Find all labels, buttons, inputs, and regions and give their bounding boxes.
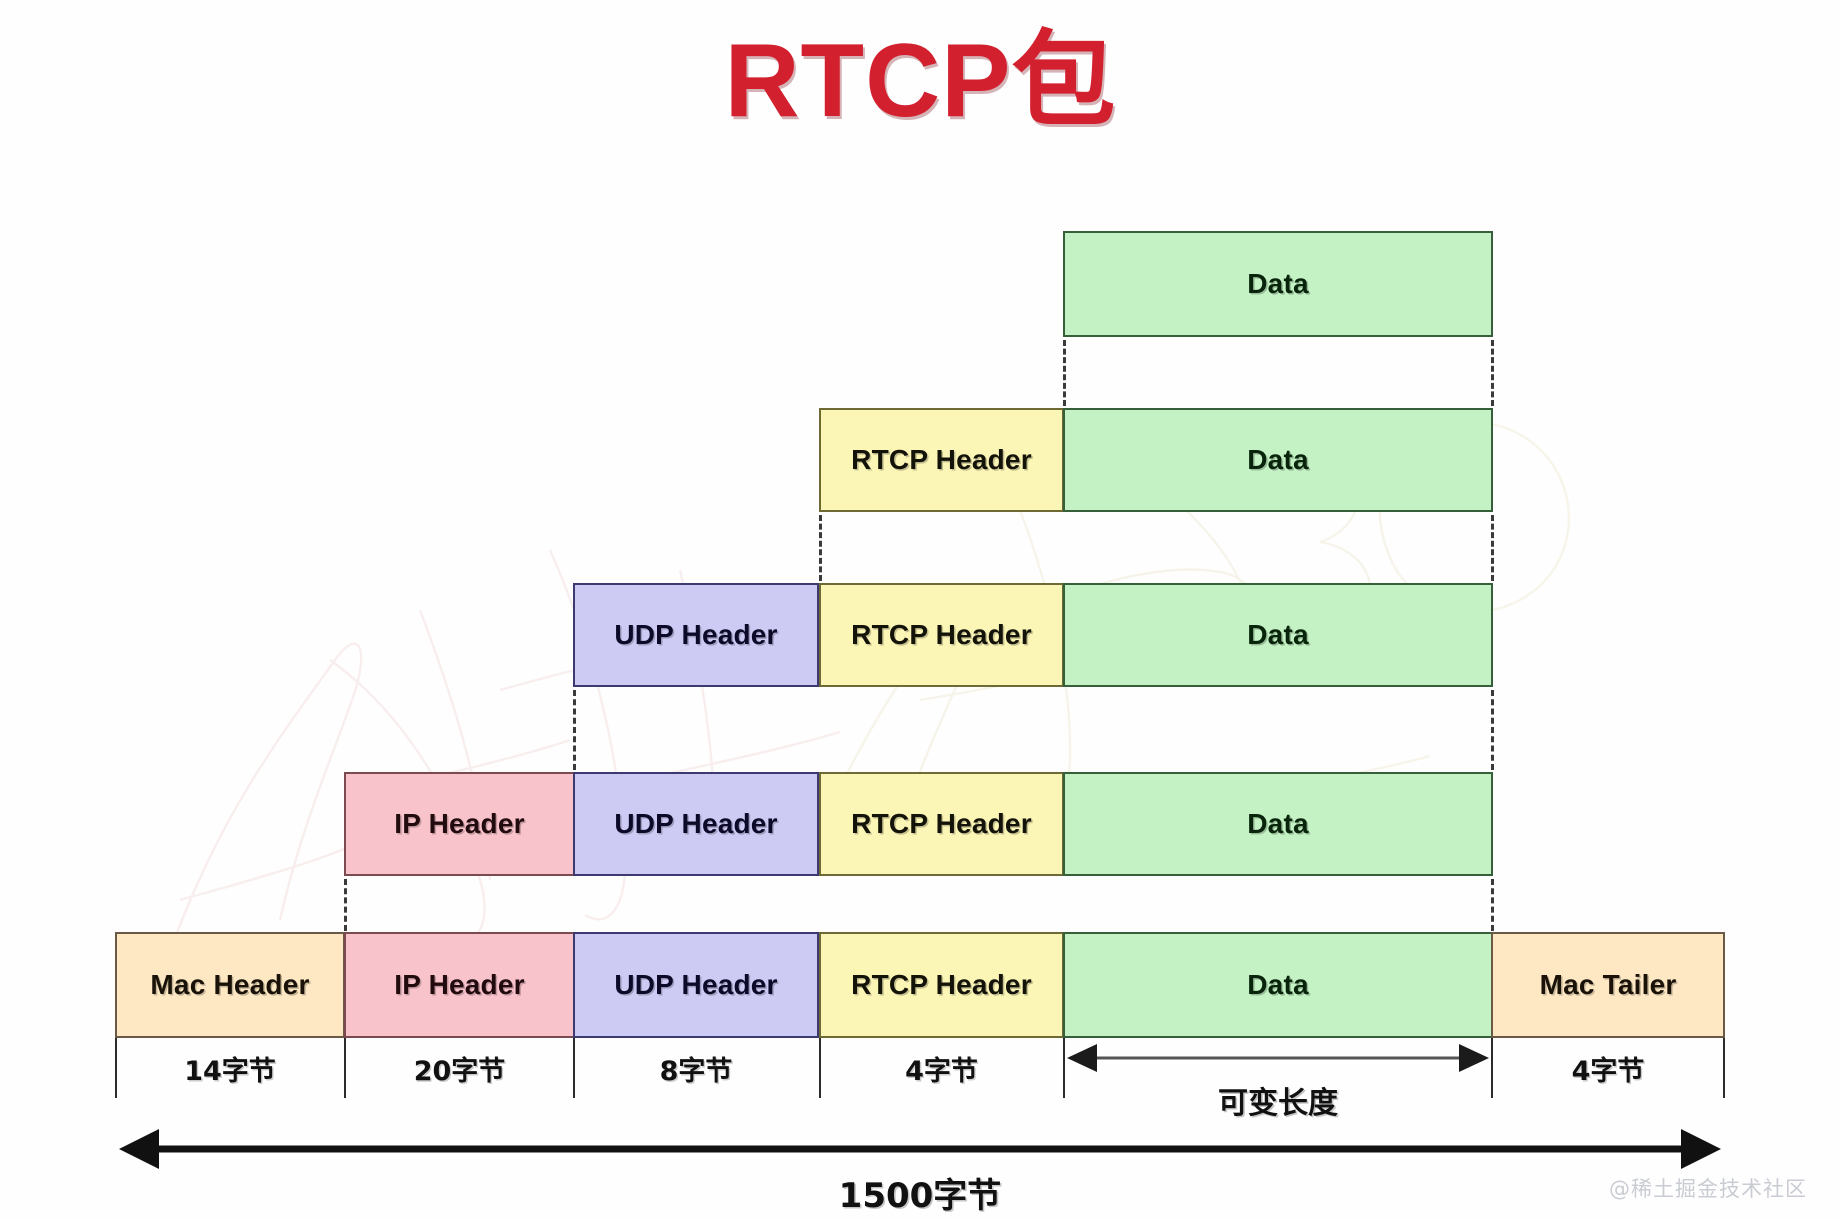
field-mac-header-layer5[interactable]: Mac Header (115, 932, 345, 1038)
page-title: RTCP包 (724, 23, 1117, 139)
byte-label-ip-header: 20字节 (413, 1055, 506, 1087)
field-data-layer5[interactable]: Data (1063, 932, 1493, 1038)
total-size-arrow (119, 1129, 1721, 1169)
byte-tick-6 (1723, 1038, 1725, 1098)
connector-left-layer4 (344, 879, 347, 931)
total-size-label: 1500字节 (838, 1176, 1002, 1216)
variable-length-arrow (1067, 1044, 1489, 1072)
field-rtcp-header-layer2[interactable]: RTCP Header (819, 408, 1064, 512)
corner-watermark: @稀土掘金技术社区 (1609, 1177, 1807, 1201)
connector-right-layer4 (1491, 879, 1494, 931)
field-rtcp-header-layer5[interactable]: RTCP Header (819, 932, 1064, 1038)
byte-label-mac-tailer: 4字节 (1571, 1055, 1645, 1087)
byte-tick-4 (1063, 1038, 1065, 1098)
field-udp-header-layer4[interactable]: UDP Header (573, 772, 819, 876)
field-rtcp-header-layer4[interactable]: RTCP Header (819, 772, 1064, 876)
connector-left-layer1 (1063, 340, 1066, 406)
field-data-layer2[interactable]: Data (1063, 408, 1493, 512)
byte-tick-1 (344, 1038, 346, 1098)
connector-left-layer2 (819, 515, 822, 581)
field-data-layer4[interactable]: Data (1063, 772, 1493, 876)
field-rtcp-header-layer3[interactable]: RTCP Header (819, 583, 1064, 687)
connector-right-layer3 (1491, 690, 1494, 770)
connector-right-layer1 (1491, 340, 1494, 406)
variable-length-label: 可变长度 (1218, 1086, 1338, 1121)
byte-label-mac-header: 14字节 (184, 1055, 276, 1087)
connector-left-layer3 (573, 690, 576, 770)
byte-tick-0 (115, 1038, 117, 1098)
field-data-layer3[interactable]: Data (1063, 583, 1493, 687)
field-data-layer1[interactable]: Data (1063, 231, 1493, 337)
field-ip-header-layer5[interactable]: IP Header (344, 932, 575, 1038)
byte-tick-5 (1491, 1038, 1493, 1098)
field-ip-header-layer4[interactable]: IP Header (344, 772, 575, 876)
field-udp-header-layer5[interactable]: UDP Header (573, 932, 819, 1038)
byte-label-udp-header: 8字节 (659, 1055, 733, 1087)
byte-tick-3 (819, 1038, 821, 1098)
byte-tick-2 (573, 1038, 575, 1098)
field-mac-tailer-layer5[interactable]: Mac Tailer (1491, 932, 1725, 1038)
byte-label-rtcp-header: 4字节 (905, 1055, 978, 1087)
connector-right-layer2 (1491, 515, 1494, 581)
field-udp-header-layer3[interactable]: UDP Header (573, 583, 819, 687)
